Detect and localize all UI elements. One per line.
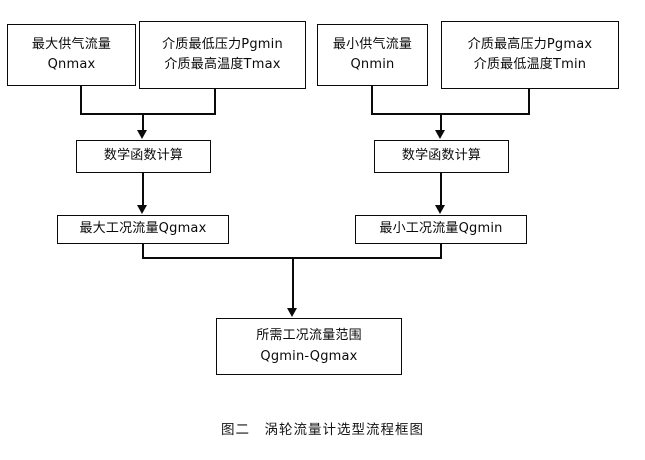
edge-right-merge-drop (440, 113, 442, 132)
node-min-supply-flow-line2: Qnmin (350, 57, 395, 72)
edge-qnmax-stem (80, 86, 82, 114)
node-max-supply-flow-line1: 最大供气流量 (31, 36, 112, 52)
arrowhead-to-calc-right (435, 130, 445, 139)
node-math-function-calc-left-label: 数学函数计算 (103, 148, 184, 164)
arrowhead-to-range (287, 308, 297, 317)
node-min-working-flow: 最小工况流量Qgmin (355, 215, 527, 244)
edge-pgmin-tmax-stem (214, 89, 216, 114)
node-min-pressure-max-temp-line1: 介质最低压力Pgmin (162, 36, 283, 52)
node-max-pressure-min-temp: 介质最高压力Pgmax 介质最低温度Tmin (441, 21, 619, 89)
edge-qgmax-stem (142, 244, 144, 259)
edge-pgmax-tmin-stem (528, 89, 530, 114)
edge-qnmin-stem (371, 86, 373, 114)
node-math-function-calc-left: 数学函数计算 (76, 140, 211, 173)
node-required-flow-range-line1: 所需工况流量范围 (256, 328, 362, 344)
edge-calc-right-to-qgmin (440, 173, 442, 205)
node-max-pressure-min-temp-line1: 介质最高压力Pgmax (467, 36, 593, 52)
node-min-pressure-max-temp-line2: 介质最高温度Tmax (164, 57, 281, 72)
edge-qgmin-stem (440, 244, 442, 259)
arrowhead-to-qgmax (137, 205, 147, 214)
arrowhead-to-calc-left (137, 130, 147, 139)
node-min-supply-flow-line1: 最小供气流量 (332, 36, 413, 52)
edge-left-merge-drop (142, 113, 144, 132)
node-min-supply-flow: 最小供气流量 Qnmin (317, 24, 428, 86)
node-max-pressure-min-temp-line2: 介质最低温度Tmin (473, 57, 587, 72)
node-max-working-flow-label: 最大工况流量Qgmax (79, 221, 207, 237)
arrowhead-to-qgmin (435, 205, 445, 214)
figure-caption: 图二 涡轮流量计选型流程框图 (221, 422, 424, 438)
node-max-supply-flow-line2: Qnmax (47, 57, 96, 72)
node-min-working-flow-label: 最小工况流量Qgmin (379, 221, 503, 237)
node-required-flow-range-line2: Qgmin-Qgmax (260, 348, 358, 364)
node-max-supply-flow: 最大供气流量 Qnmax (7, 24, 136, 86)
edge-right-merge-bar (371, 113, 530, 115)
node-required-flow-range: 所需工况流量范围 Qgmin-Qgmax (216, 318, 402, 375)
edge-calc-left-to-qgmax (142, 173, 144, 205)
node-min-pressure-max-temp: 介质最低压力Pgmin 介质最高温度Tmax (139, 21, 306, 89)
node-math-function-calc-right-label: 数学函数计算 (401, 148, 482, 164)
edge-bottom-merge-drop (292, 257, 294, 310)
node-max-working-flow: 最大工况流量Qgmax (57, 215, 229, 244)
edge-left-merge-bar (80, 113, 216, 115)
node-math-function-calc-right: 数学函数计算 (374, 140, 509, 173)
